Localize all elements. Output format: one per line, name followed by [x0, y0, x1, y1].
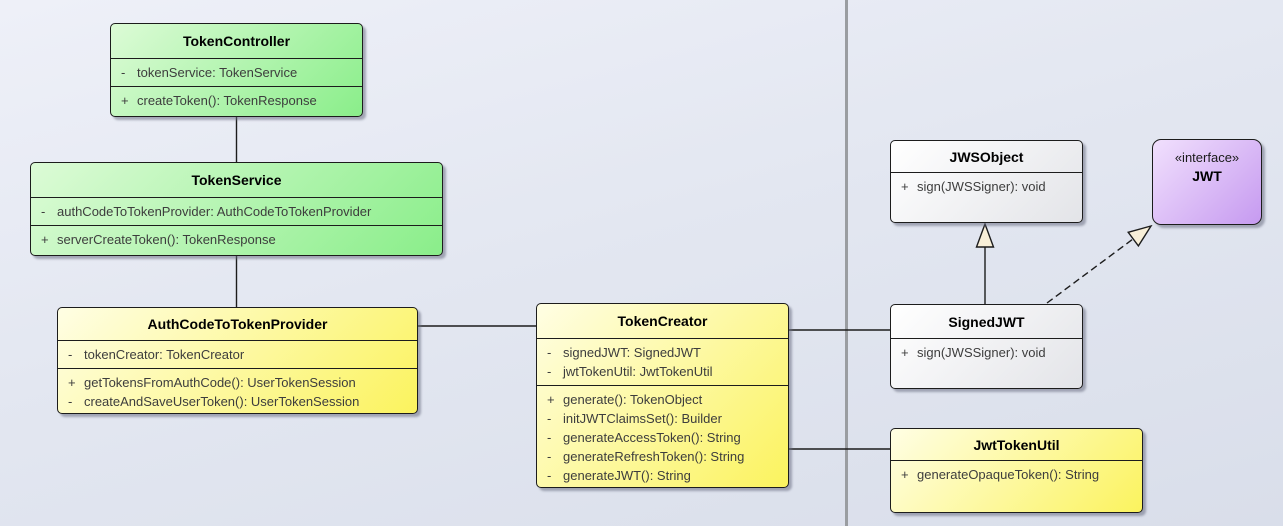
methods-compartment: + sign(JWSSigner): void	[891, 173, 1082, 222]
method-text: initJWTClaimsSet(): Builder	[563, 411, 722, 426]
visibility-symbol: +	[901, 467, 909, 482]
method-text: sign(JWSSigner): void	[917, 179, 1046, 194]
attributes-compartment: - signedJWT: SignedJWT - jwtTokenUtil: J…	[537, 339, 788, 386]
method-text: getTokensFromAuthCode(): UserTokenSessio…	[84, 375, 356, 390]
method-text: generate(): TokenObject	[563, 392, 703, 407]
visibility-symbol: -	[547, 449, 552, 464]
attribute-row: - tokenCreator: TokenCreator	[58, 345, 417, 364]
method-text: generateAccessToken(): String	[563, 430, 741, 445]
class-signed-jwt[interactable]: SignedJWT + sign(JWSSigner): void	[890, 304, 1083, 389]
class-title: TokenCreator	[537, 304, 788, 339]
class-title: TokenService	[31, 163, 442, 198]
visibility-symbol: +	[68, 375, 76, 390]
method-row: - generateRefreshToken(): String	[537, 447, 788, 466]
visibility-symbol: -	[547, 430, 552, 445]
method-row: - generateJWT(): String	[537, 466, 788, 485]
method-row: + createToken(): TokenResponse	[111, 91, 362, 110]
visibility-symbol: -	[68, 347, 73, 362]
method-row: - generateAccessToken(): String	[537, 428, 788, 447]
visibility-symbol: -	[121, 65, 126, 80]
stereotype-label: «interface»	[1174, 150, 1240, 165]
visibility-symbol: +	[41, 232, 49, 247]
class-token-controller[interactable]: TokenController - tokenService: TokenSer…	[110, 23, 363, 117]
method-row: - createAndSaveUserToken(): UserTokenSes…	[58, 392, 417, 411]
method-text: createAndSaveUserToken(): UserTokenSessi…	[84, 394, 360, 409]
attribute-row: - signedJWT: SignedJWT	[537, 343, 788, 362]
method-row: - initJWTClaimsSet(): Builder	[537, 409, 788, 428]
methods-compartment: + createToken(): TokenResponse	[111, 87, 362, 116]
attributes-compartment: - tokenCreator: TokenCreator	[58, 341, 417, 369]
class-auth-code-to-token-provider[interactable]: AuthCodeToTokenProvider - tokenCreator: …	[57, 307, 418, 414]
method-text: sign(JWSSigner): void	[917, 345, 1046, 360]
class-token-service[interactable]: TokenService - authCodeToTokenProvider: …	[30, 162, 443, 256]
class-title: AuthCodeToTokenProvider	[58, 308, 417, 341]
method-row: + getTokensFromAuthCode(): UserTokenSess…	[58, 373, 417, 392]
attribute-text: authCodeToTokenProvider: AuthCodeToToken…	[57, 204, 372, 219]
method-text: generateRefreshToken(): String	[563, 449, 745, 464]
attribute-row: - authCodeToTokenProvider: AuthCodeToTok…	[31, 202, 442, 221]
interface-title: JWT	[1192, 168, 1222, 184]
attribute-text: jwtTokenUtil: JwtTokenUtil	[563, 364, 713, 379]
method-row: + generateOpaqueToken(): String	[891, 465, 1142, 484]
methods-compartment: + generate(): TokenObject - initJWTClaim…	[537, 386, 788, 487]
method-text: generateOpaqueToken(): String	[917, 467, 1100, 482]
method-text: generateJWT(): String	[563, 468, 691, 483]
realization-signedjwt-jwt[interactable]	[1046, 238, 1134, 304]
visibility-symbol: +	[901, 179, 909, 194]
class-jws-object[interactable]: JWSObject + sign(JWSSigner): void	[890, 140, 1083, 223]
class-title: SignedJWT	[891, 305, 1082, 339]
visibility-symbol: +	[901, 345, 909, 360]
attributes-compartment: - tokenService: TokenService	[111, 59, 362, 87]
attribute-text: tokenService: TokenService	[137, 65, 298, 80]
visibility-symbol: -	[68, 394, 73, 409]
methods-compartment: + serverCreateToken(): TokenResponse	[31, 226, 442, 255]
class-title: JWSObject	[891, 141, 1082, 173]
methods-compartment: + generateOpaqueToken(): String	[891, 461, 1142, 512]
method-text: serverCreateToken(): TokenResponse	[57, 232, 276, 247]
methods-compartment: + sign(JWSSigner): void	[891, 339, 1082, 388]
visibility-symbol: -	[547, 468, 552, 483]
visibility-symbol: +	[121, 93, 129, 108]
method-row: + sign(JWSSigner): void	[891, 177, 1082, 196]
method-row: + serverCreateToken(): TokenResponse	[31, 230, 442, 249]
visibility-symbol: -	[547, 364, 552, 379]
methods-compartment: + getTokensFromAuthCode(): UserTokenSess…	[58, 369, 417, 413]
method-row: + sign(JWSSigner): void	[891, 343, 1082, 362]
class-jwt-token-util[interactable]: JwtTokenUtil + generateOpaqueToken(): St…	[890, 428, 1143, 513]
class-title: JwtTokenUtil	[891, 429, 1142, 461]
visibility-symbol: -	[41, 204, 46, 219]
visibility-symbol: -	[547, 411, 552, 426]
attribute-text: tokenCreator: TokenCreator	[84, 347, 245, 362]
class-title: TokenController	[111, 24, 362, 59]
attribute-text: signedJWT: SignedJWT	[563, 345, 701, 360]
attributes-compartment: - authCodeToTokenProvider: AuthCodeToTok…	[31, 198, 442, 226]
generalization-arrowhead-icon	[975, 221, 995, 248]
realization-arrowhead-icon	[1127, 224, 1153, 248]
interface-jwt[interactable]: «interface» JWT	[1152, 139, 1262, 225]
attribute-row: - jwtTokenUtil: JwtTokenUtil	[537, 362, 788, 381]
vertical-divider-line	[845, 0, 848, 526]
visibility-symbol: +	[547, 392, 555, 407]
visibility-symbol: -	[547, 345, 552, 360]
class-token-creator[interactable]: TokenCreator - signedJWT: SignedJWT - jw…	[536, 303, 789, 488]
attribute-row: - tokenService: TokenService	[111, 63, 362, 82]
method-text: createToken(): TokenResponse	[137, 93, 317, 108]
method-row: + generate(): TokenObject	[537, 390, 788, 409]
